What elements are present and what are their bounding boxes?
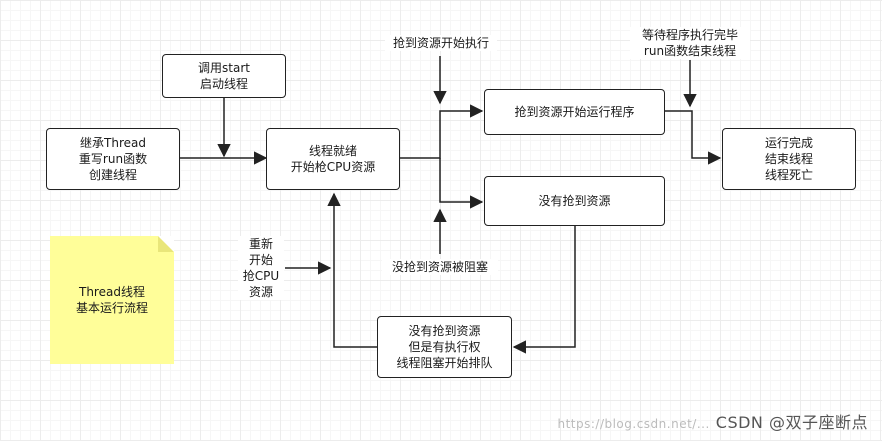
edge-ready-split <box>400 104 484 159</box>
node-run-program: 抢到资源开始运行程序 <box>484 89 665 135</box>
watermark: https://blog.csdn.net/... CSDN @双子座断点 <box>557 409 868 433</box>
edge-ready-to-noresource <box>439 158 484 209</box>
node-queue-label: 没有抢到资源 但是有执行权 线程阻塞开始排队 <box>396 324 493 370</box>
node-ready-label: 线程就绪 开始枪CPU资源 <box>290 144 376 174</box>
edge-run-to-done <box>665 110 722 165</box>
label-grab-exec: 抢到资源开始执行 <box>385 35 497 51</box>
node-inherit: 继承Thread 重写run函数 创建线程 <box>46 128 180 190</box>
watermark-url: https://blog.csdn.net/... <box>557 417 710 431</box>
label-blocked: 没抢到资源被阻塞 <box>382 259 498 275</box>
label-wait-finish: 等待程序执行完毕 run函数结束线程 <box>630 27 750 59</box>
node-done-label: 运行完成 结束线程 线程死亡 <box>764 136 813 182</box>
watermark-text: CSDN @双子座断点 <box>715 413 868 432</box>
node-no-resource-label: 没有抢到资源 <box>538 194 611 208</box>
sticky-note: Thread线程 基本运行流程 <box>50 236 174 364</box>
node-ready: 线程就绪 开始枪CPU资源 <box>266 128 400 190</box>
node-inherit-label: 继承Thread 重写run函数 创建线程 <box>78 136 148 182</box>
sticky-note-text: Thread线程 基本运行流程 <box>75 285 148 315</box>
label-retry: 重新 开始 抢CPU 资源 <box>238 236 284 300</box>
node-call-start: 调用start 启动线程 <box>162 54 286 98</box>
node-no-resource: 没有抢到资源 <box>484 176 665 226</box>
edge-noresource-to-queue <box>512 226 576 354</box>
node-queue: 没有抢到资源 但是有执行权 线程阻塞开始排队 <box>377 316 512 378</box>
edge-queue-to-ready <box>327 192 377 348</box>
note-fold-corner <box>158 236 174 252</box>
node-call-start-label: 调用start 启动线程 <box>198 61 250 91</box>
node-run-program-label: 抢到资源开始运行程序 <box>514 105 635 119</box>
node-done: 运行完成 结束线程 线程死亡 <box>722 128 856 190</box>
